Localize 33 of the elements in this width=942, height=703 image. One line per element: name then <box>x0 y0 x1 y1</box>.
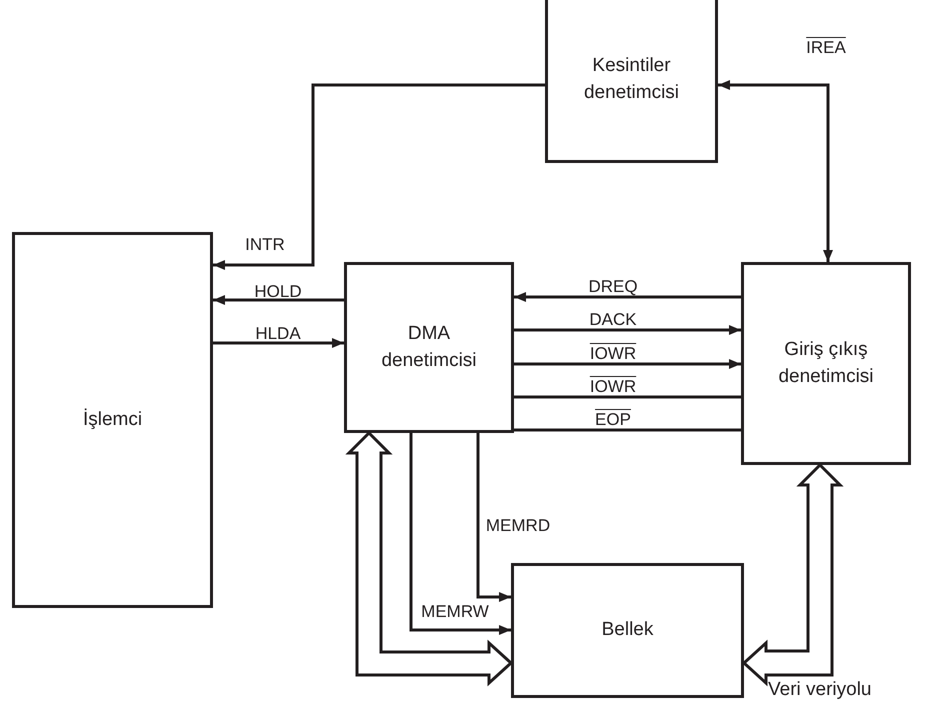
arrow <box>718 80 833 262</box>
box-label: DMA denetimcisi <box>380 322 478 372</box>
arrow <box>213 84 545 270</box>
signal-label: HOLD <box>253 282 303 301</box>
arrow <box>410 433 511 635</box>
signal-label: MEMRW <box>420 602 490 621</box>
signal-label: IOWR <box>588 344 638 363</box>
signal-label: MEMRD <box>484 516 552 535</box>
process-box <box>344 262 514 433</box>
process-box <box>545 0 718 163</box>
signal-label: INTR <box>244 235 286 254</box>
arrow <box>213 338 344 348</box>
arrow <box>213 295 344 305</box>
arrow <box>476 433 511 602</box>
arrow <box>514 292 741 302</box>
signal-label: IOWR <box>588 377 638 396</box>
signal-label: IREA <box>805 38 847 57</box>
process-box <box>511 563 744 698</box>
box-label: Kesintiler denetimcisi <box>582 54 680 105</box>
bus-arrow <box>345 430 514 686</box>
bus-label: Veri veriyolu <box>768 679 872 701</box>
signal-label: DREQ <box>587 277 639 296</box>
arrow <box>514 325 741 335</box>
signal-label: HLDA <box>254 324 302 343</box>
arrow <box>514 359 741 369</box>
process-box <box>741 262 911 465</box>
signal-label: EOP <box>594 410 632 429</box>
process-box <box>12 232 213 608</box>
signal-label: DACK <box>588 310 638 329</box>
bus-arrow <box>742 462 844 686</box>
box-label: Giriş çıkış denetimcisi <box>777 338 875 388</box>
box-label: Bellek <box>600 618 654 642</box>
box-label: İşlemci <box>82 408 144 432</box>
